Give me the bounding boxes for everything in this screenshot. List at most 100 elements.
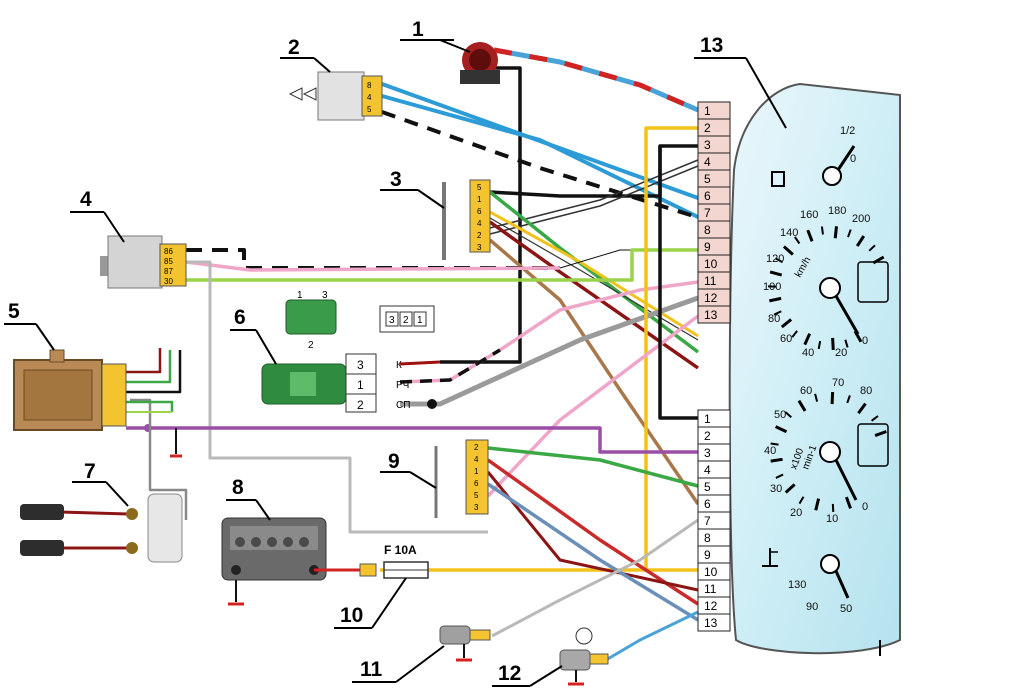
c3-pin-3: 3 xyxy=(477,243,482,252)
temp-label-130: 130 xyxy=(788,579,806,591)
callout-6: 6 xyxy=(234,306,246,329)
tacho-window xyxy=(857,423,889,467)
callout-2: 2 xyxy=(288,36,300,59)
component-3-connector: 5 1 6 4 2 3 xyxy=(442,179,491,260)
c4-pin-30: 30 xyxy=(164,277,173,286)
gauge-tick xyxy=(844,339,849,348)
speedo-label-0: 0 xyxy=(862,335,868,347)
temperature-gauge: 130 90 50 xyxy=(762,548,852,615)
c6-plug-pin-2: 2 xyxy=(403,315,409,326)
gauge-tick xyxy=(774,425,788,434)
gauge-tick xyxy=(797,399,807,412)
callout-13: 13 xyxy=(700,34,723,57)
upper-pin-label: 4 xyxy=(704,155,711,169)
upper-pin-cell xyxy=(697,152,731,171)
component-1-sensor xyxy=(460,42,500,84)
gauge-tick xyxy=(769,270,783,277)
gauge-tick xyxy=(868,244,876,252)
component-7-coil xyxy=(20,493,183,563)
c6-top-pin-3: 3 xyxy=(322,290,328,301)
upper-pin-label: 11 xyxy=(704,274,717,288)
c4-pin-85: 85 xyxy=(164,257,173,266)
c3-pin-4: 4 xyxy=(477,219,482,228)
gauge-tick xyxy=(770,457,783,463)
gauge-tick xyxy=(775,257,784,264)
upper-pin-label: 9 xyxy=(704,240,711,254)
speedo-label-80: 80 xyxy=(768,313,780,325)
c6-plug-pin-1: 1 xyxy=(417,315,423,326)
upper-pin-label: 6 xyxy=(704,189,711,203)
fuel-label-half: 1/2 xyxy=(840,125,855,137)
lower-pin-label: 9 xyxy=(704,548,711,562)
callout-5: 5 xyxy=(8,300,20,323)
component-9-connector: 2 4 1 6 5 3 xyxy=(434,439,489,518)
upper-pin-cell xyxy=(697,118,731,137)
c6-top-pin-1: 1 xyxy=(297,290,303,301)
lower-pin-cell xyxy=(697,409,731,428)
lower-pin-label: 5 xyxy=(704,480,711,494)
c4-pin-86: 86 xyxy=(164,247,173,256)
tachometer-ticks xyxy=(770,391,887,512)
c3-pin-2: 2 xyxy=(477,231,482,240)
speedometer: km/h 0 20 40 60 80 100 120 140 160 180 2… xyxy=(763,205,889,359)
gauge-tick xyxy=(806,229,814,242)
lower-pin-label: 1 xyxy=(704,412,711,426)
upper-pin-label: 3 xyxy=(704,138,711,152)
gauge-tick xyxy=(847,229,852,238)
callouts: 1 2 3 4 5 6 7 8 9 10 11 12 xyxy=(4,18,787,687)
component-10-fuse: F 10A xyxy=(314,543,429,579)
component-6-connector: 1 3 2 3 2 1 3 1 2 К РЧ СП xyxy=(261,290,435,413)
lower-pin-label: 11 xyxy=(704,582,717,596)
lower-pin-label: 6 xyxy=(704,497,711,511)
fuel-label-zero: 0 xyxy=(850,153,856,165)
speedo-label-180: 180 xyxy=(828,205,846,217)
upper-pin-label: 7 xyxy=(704,206,711,220)
lower-pin-label: 2 xyxy=(704,429,711,443)
upper-pin-label: 1 xyxy=(704,104,711,118)
component-11-switch xyxy=(439,625,491,662)
c6-term-pin-2: 2 xyxy=(357,398,364,412)
component-5-module xyxy=(13,349,127,431)
c2-pin-8: 8 xyxy=(367,81,372,90)
lower-pin-cell xyxy=(697,426,731,445)
component-8-fuse-block xyxy=(221,517,327,606)
gauge-tick xyxy=(857,402,867,415)
gauge-tick xyxy=(845,496,852,509)
upper-pin-cell xyxy=(697,203,731,222)
c6-term-pin-3: 3 xyxy=(357,358,364,372)
lower-pin-cell xyxy=(697,477,731,496)
lower-pin-cell xyxy=(697,545,731,564)
wires xyxy=(59,47,701,662)
cluster-housing xyxy=(728,82,902,655)
gauge-tick xyxy=(769,296,782,303)
upper-pin-label: 5 xyxy=(704,172,711,186)
c9-pin-3: 3 xyxy=(474,503,479,512)
tacho-label-20: 20 xyxy=(790,507,802,519)
c3-pin-5: 5 xyxy=(477,183,482,192)
lower-pin-label: 10 xyxy=(704,565,718,579)
gauge-tick xyxy=(773,310,782,316)
gauge-tick xyxy=(782,245,794,256)
callout-12: 12 xyxy=(498,662,521,685)
upper-pin-cell xyxy=(697,220,731,239)
c9-pin-1: 1 xyxy=(474,467,479,476)
upper-pin-cell xyxy=(697,305,731,324)
callout-3: 3 xyxy=(390,168,402,191)
c6-term-label-RCH: РЧ xyxy=(396,380,409,391)
gauge-tick xyxy=(794,236,801,245)
callout-11: 11 xyxy=(360,658,383,681)
lower-pin-label: 13 xyxy=(704,616,718,630)
lower-pin-label: 7 xyxy=(704,514,711,528)
gauge-tick xyxy=(770,442,779,446)
gauge-tick xyxy=(830,391,835,405)
c2-pin-5: 5 xyxy=(367,105,372,114)
c3-pin-6: 6 xyxy=(477,207,482,216)
tacho-label-50: 50 xyxy=(774,409,786,421)
callout-9: 9 xyxy=(388,450,400,473)
gauge-tick xyxy=(803,333,812,346)
speedo-label-40: 40 xyxy=(802,347,814,359)
c6-plug-pin-3: 3 xyxy=(389,315,395,326)
gauge-tick xyxy=(855,235,866,247)
tacho-label-60: 60 xyxy=(800,385,812,397)
